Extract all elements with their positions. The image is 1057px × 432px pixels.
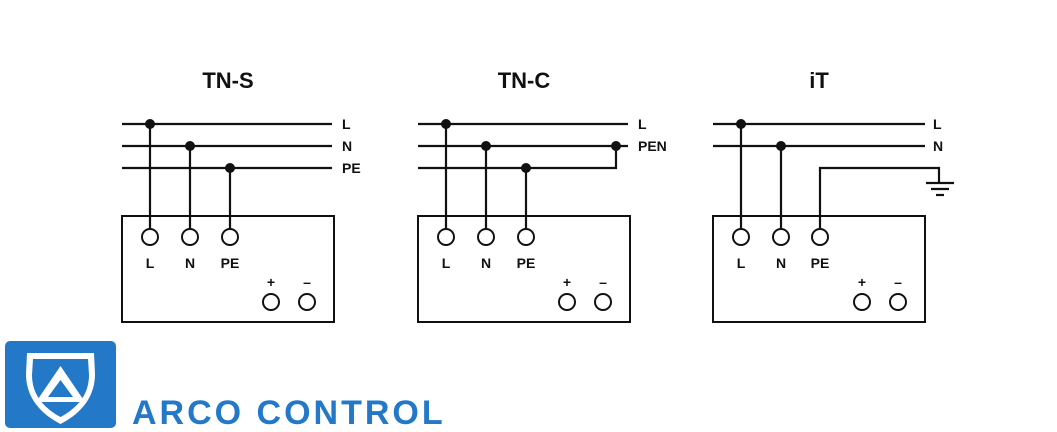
terminal-label: L [146,255,155,271]
terminal-minus [889,293,907,311]
junction-dot [736,119,746,129]
terminal [141,228,159,246]
terminal-label: L [442,255,451,271]
polarity-plus: + [267,274,275,290]
terminal-label: PE [517,255,536,271]
terminal [732,228,750,246]
polarity-plus: + [858,274,866,290]
terminal-label: PE [811,255,830,271]
diagram-it: iT L N L N PE + – [712,68,954,323]
polarity-minus: – [599,274,607,290]
diagram-tn-c: TN-C L PEN L N PE + – [417,68,667,323]
line-label: N [933,138,943,154]
device-box [712,215,926,323]
diagram-tn-s: TN-S L N PE L N PE + – [121,68,361,323]
junction-dot [441,119,451,129]
terminal-label: PE [221,255,240,271]
terminal-plus [558,293,576,311]
terminal [477,228,495,246]
terminal [772,228,790,246]
polarity-minus: – [303,274,311,290]
line-label: PE [342,160,361,176]
terminal [221,228,239,246]
diagram-title: TN-C [498,68,551,93]
terminal-label: N [776,255,786,271]
terminal [811,228,829,246]
junction-dot [225,163,235,173]
line-label: PEN [638,138,667,154]
polarity-minus: – [894,274,902,290]
terminal-plus [853,293,871,311]
junction-dot [521,163,531,173]
terminal-label: N [481,255,491,271]
line-label: L [933,116,942,132]
junction-dot [145,119,155,129]
line-label: N [342,138,352,154]
diagram-title: TN-S [202,68,253,93]
line-label: L [638,116,647,132]
polarity-plus: + [563,274,571,290]
brand-name: ARCO CONTROL [132,394,446,432]
terminal-label: L [737,255,746,271]
terminal [517,228,535,246]
line-label: L [342,116,351,132]
device-box [121,215,335,323]
ground-icon [926,181,954,197]
terminal-minus [298,293,316,311]
terminal-label: N [185,255,195,271]
pe-to-pen-wire [418,146,618,170]
junction-dot [185,141,195,151]
shield-logo-icon [5,341,116,428]
terminal [437,228,455,246]
diagram-title: iT [809,68,829,93]
terminal-minus [594,293,612,311]
device-box [417,215,631,323]
brand-logo: ARCO CONTROL [5,341,446,432]
pe-earth-wire [818,166,941,228]
junction-dot [611,141,621,151]
junction-dot [481,141,491,151]
terminal-plus [262,293,280,311]
junction-dot [776,141,786,151]
terminal [181,228,199,246]
